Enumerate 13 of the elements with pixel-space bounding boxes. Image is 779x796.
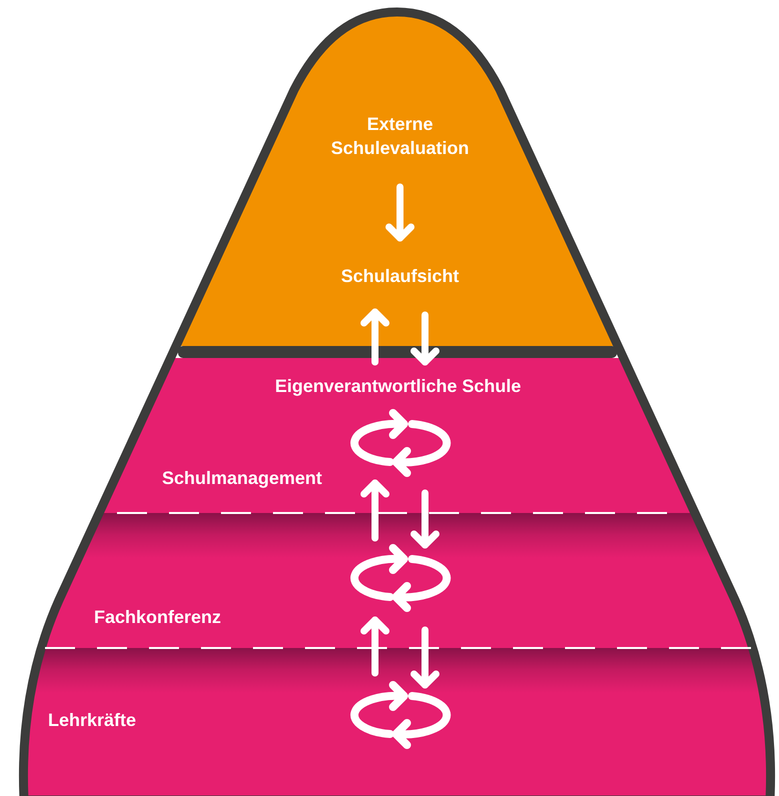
arrow: [386, 184, 414, 242]
arrow: [360, 616, 390, 676]
level-label: Lehrkräfte: [48, 709, 136, 732]
arrow: [410, 626, 440, 688]
level-label: Externe Schulevaluation: [320, 112, 480, 164]
arrow: [410, 312, 440, 366]
level-label: Fachkonferenz: [94, 606, 222, 629]
arrow: [360, 308, 390, 366]
level-label: Schulmanagement: [162, 467, 322, 490]
arrow: [410, 490, 440, 548]
level-label: Eigenverantwortliche Schule: [274, 375, 522, 398]
arrow: [360, 480, 390, 542]
level-label: Schulaufsicht: [290, 264, 510, 292]
